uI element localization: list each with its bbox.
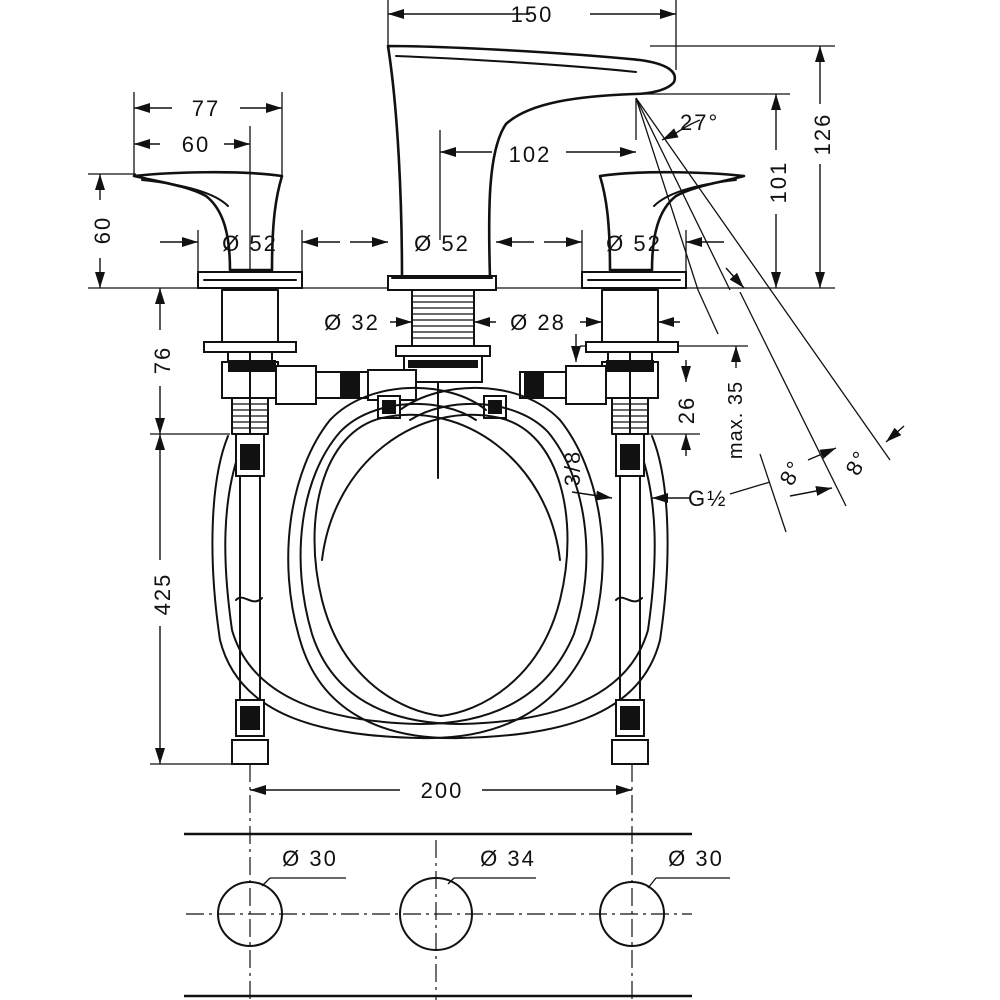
label-hole-center-diameter: Ø 34	[480, 846, 536, 871]
label-thread-right: G½	[688, 486, 727, 511]
left-valve-shank	[203, 289, 297, 435]
label-spout-height: 126	[810, 113, 835, 156]
left-handle	[132, 170, 303, 289]
label-tilt-angle-left: 8°	[774, 456, 808, 490]
label-spout-shank-diameter: Ø 32	[324, 310, 380, 335]
label-spout-width: 150	[511, 2, 554, 27]
label-left-base-diameter: Ø 52	[222, 231, 278, 256]
left-supply-tube	[231, 433, 269, 765]
label-spout-outlet-height: 101	[766, 161, 791, 204]
label-hose-length: 425	[150, 573, 175, 616]
label-valve-shank-diameter: Ø 28	[510, 310, 566, 335]
right-valve-shank	[585, 289, 679, 435]
supply-hoses	[211, 387, 669, 740]
label-max-deck-thickness: max. 35	[725, 381, 747, 459]
hole-left	[217, 881, 283, 947]
label-center-to-center: 200	[421, 778, 464, 803]
label-tilt-angle-right: 8°	[840, 446, 874, 480]
label-shank-length: 76	[150, 346, 175, 374]
hole-center	[399, 877, 473, 951]
label-spout-reach: 102	[509, 142, 552, 167]
label-thread-left: 3/8	[560, 450, 585, 487]
dimension-lines	[95, 0, 905, 795]
label-handle-height: 60	[90, 216, 115, 244]
label-spray-angle: 27°	[680, 110, 719, 135]
label-nut-height: 26	[674, 396, 699, 424]
right-handle	[581, 170, 746, 289]
supply-connectors	[275, 365, 607, 419]
mounting-hole-template	[184, 832, 730, 998]
label-hole-right-diameter: Ø 30	[668, 846, 724, 871]
label-handle-lever: 60	[182, 132, 210, 157]
label-hole-left-diameter: Ø 30	[282, 846, 338, 871]
hole-right	[599, 881, 665, 947]
label-handle-length: 77	[192, 96, 220, 121]
right-supply-tube	[611, 433, 649, 765]
label-center-base-diameter: Ø 52	[414, 231, 470, 256]
label-right-base-diameter: Ø 52	[606, 231, 662, 256]
spray-angle-lines	[635, 97, 891, 533]
